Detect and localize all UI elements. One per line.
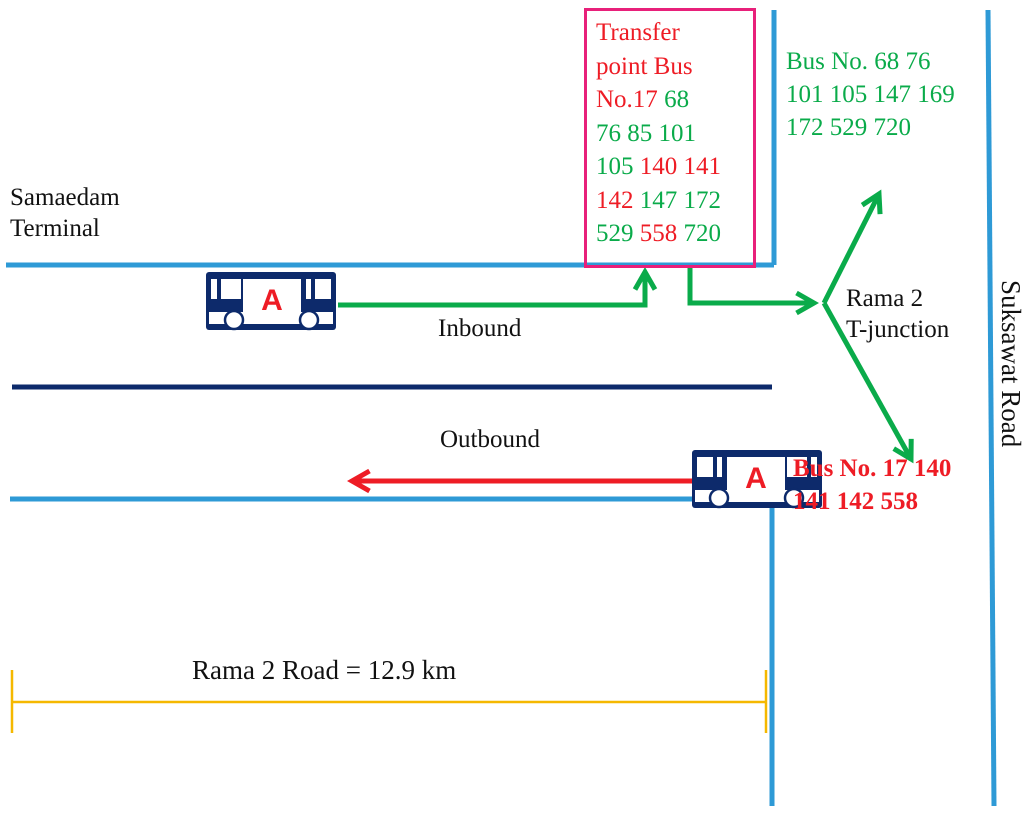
transfer-point-segment: 147 172 xyxy=(639,186,721,214)
transfer-point-segment: 68 xyxy=(664,86,690,113)
red-bus-list: Bus No. 17 140 141 142 558 xyxy=(793,452,951,518)
transfer-point-segment: 105 xyxy=(596,153,640,180)
transfer-point-segment: 558 xyxy=(639,220,684,247)
terminal-label-line-2: Terminal xyxy=(10,215,100,242)
inbound-label: Inbound xyxy=(438,315,522,342)
green-bus-list-line-3: 172 529 720 xyxy=(786,114,911,141)
suksawat-road-label: Suksawat Road xyxy=(996,280,1026,448)
transfer-point-line: 105 140 141 xyxy=(596,150,721,184)
red-bus-list-line-1: Bus No. 17 140 xyxy=(793,455,952,482)
junction-to-south-arrow xyxy=(821,301,914,464)
inbound-route-arrow xyxy=(338,266,658,308)
transfer-to-junction-arrow xyxy=(687,268,820,316)
transfer-point-segment: No.17 xyxy=(596,86,665,113)
transfer-point-segment: 76 85 101 xyxy=(596,119,696,147)
transfer-point-segment: point Bus xyxy=(596,52,693,80)
transfer-point-line: 142 147 172 xyxy=(596,184,721,218)
transfer-point-line: No.17 68 xyxy=(596,83,721,117)
red-bus-list-line-2: 141 142 558 xyxy=(793,488,918,515)
transfer-point-segment: Transfer xyxy=(596,19,680,46)
transfer-point-line: 76 85 101 xyxy=(596,117,721,151)
junction-label: Rama 2 T-junction xyxy=(846,283,949,345)
terminal-label-line-1: Samaedam xyxy=(10,184,120,211)
transfer-point-segment: 140 141 xyxy=(639,153,721,180)
transfer-point-line: Transfer xyxy=(596,16,721,50)
transfer-point-line: 529 558 720 xyxy=(596,217,721,251)
transfer-point-segment: 720 xyxy=(683,220,722,247)
transfer-point-box xyxy=(584,8,756,268)
suksawat-road-edge xyxy=(985,9,997,807)
junction-to-north-arrow xyxy=(821,189,883,305)
scale-bar xyxy=(10,670,768,733)
inbound-bus-icon: A xyxy=(206,272,336,331)
transfer-point-line: point Bus xyxy=(596,50,721,84)
transfer-point-segment: 142 xyxy=(596,186,640,214)
junction-label-line-2: T-junction xyxy=(846,316,950,343)
scale-label: Rama 2 Road = 12.9 km xyxy=(192,655,457,685)
inbound-bus-badge: A xyxy=(261,284,283,317)
green-bus-list-line-2: 101 105 147 169 xyxy=(786,81,955,108)
transfer-point-segment: 529 xyxy=(596,220,640,247)
outbound-label: Outbound xyxy=(440,426,540,453)
outbound-bus-badge: A xyxy=(745,462,767,495)
green-bus-list: Bus No. 68 76 101 105 147 169 172 529 72… xyxy=(786,45,955,144)
outbound-bus-icon: A xyxy=(692,450,822,509)
junction-label-line-1: Rama 2 xyxy=(846,285,924,312)
green-bus-list-line-1: Bus No. 68 76 xyxy=(786,48,931,75)
terminal-label: Samaedam Terminal xyxy=(10,182,120,244)
